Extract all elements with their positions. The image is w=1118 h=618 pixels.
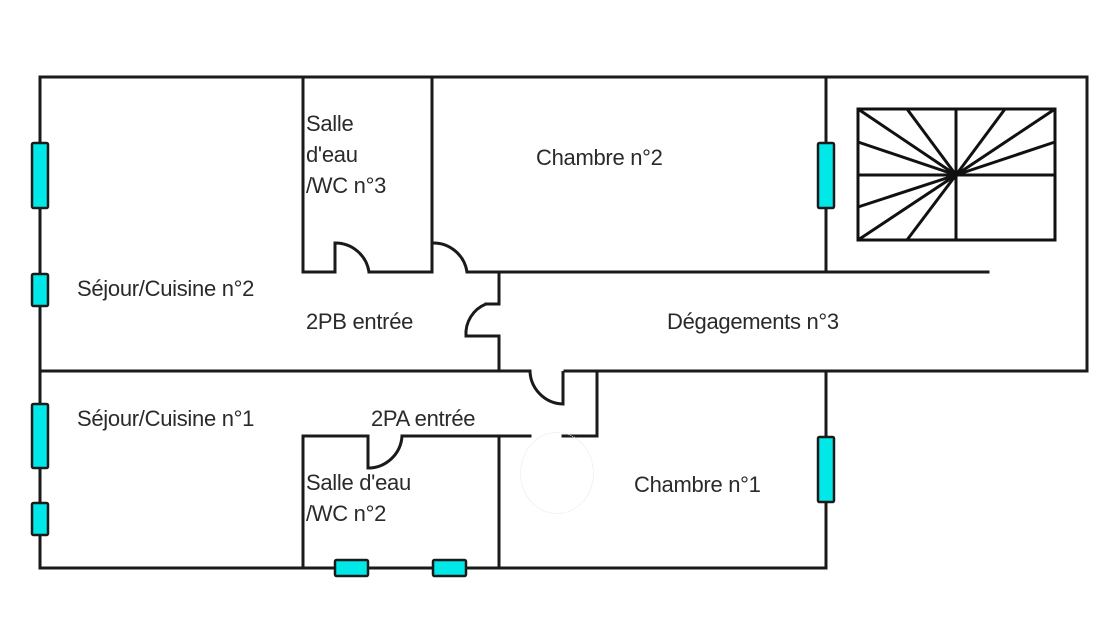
door-swing-icon[interactable] [464,302,499,337]
room-label-2pb-entree: 2PB entrée [306,309,414,334]
wall-degagement-left-top [484,270,501,306]
spiral-staircase-icon [856,107,1057,242]
window-icon [816,435,836,504]
door-swing-icon[interactable] [367,435,404,470]
wall-wc3-left [301,75,337,274]
room-label-degagements-3: Dégagements n°3 [667,309,839,334]
window-icon [431,558,468,578]
wall-degagement-left-bottom [464,334,501,373]
window-icon [30,141,50,210]
room-label-sejour-cuisine-2: Séjour/Cuisine n°2 [77,276,255,301]
room-label-2pa-entree: 2PA entrée [371,406,476,431]
room-label-chambre-2: Chambre n°2 [536,145,663,170]
doors [333,241,565,470]
window-icon [333,558,370,578]
wall-wc3-bottom [367,75,434,274]
window-icon [816,141,836,210]
door-swing-icon[interactable] [333,241,371,273]
wall-wc2-top [301,434,370,570]
windows [30,141,836,578]
wall-2pa-right [561,369,599,438]
door-swing-icon[interactable] [431,241,469,273]
room-label-sejour-cuisine-1: Séjour/Cuisine n°1 [77,406,255,431]
door-swing-icon[interactable] [528,370,565,406]
window-icon [30,501,50,537]
window-icon [30,272,50,308]
room-label-salle-eau-wc-3: Salle d'eau /WC n°3 [306,111,387,198]
watermark [520,432,594,514]
window-icon [30,402,50,470]
room-label-salle-eau-wc-2: Salle d'eau /WC n°2 [306,470,411,526]
room-label-chambre-1: Chambre n°1 [634,472,761,497]
